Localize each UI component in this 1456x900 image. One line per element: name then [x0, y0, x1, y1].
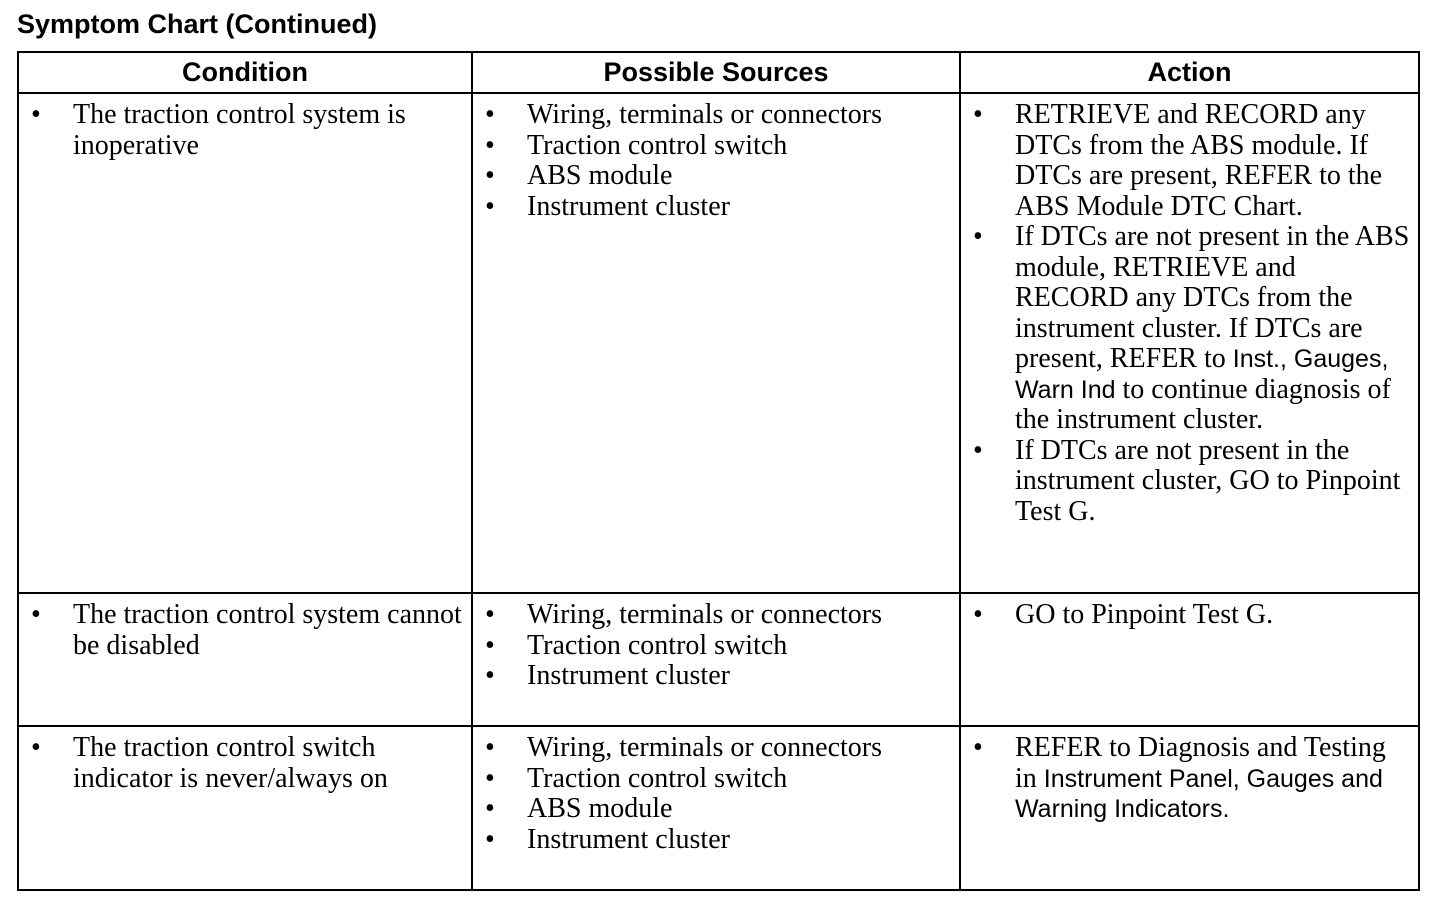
cross-reference-link[interactable]: Inst., Gauges, Warn Ind [1015, 345, 1389, 404]
action-text: REFER to Diagnosis and Testing in [1015, 732, 1386, 794]
list-item: Instrument cluster [473, 824, 953, 856]
list-item: If DTCs are not present in the ABS modul… [961, 221, 1412, 436]
list-item: Traction control switch [473, 763, 953, 795]
list-item: Traction control switch [473, 130, 953, 162]
header-row: Condition Possible Sources Action [17, 51, 1420, 94]
sources-cell: Wiring, terminals or connectors Traction… [471, 592, 961, 727]
sources-cell: Wiring, terminals or connectors Traction… [471, 725, 961, 891]
condition-cell: The traction control system is inoperati… [17, 92, 473, 594]
table-row: The traction control system is inoperati… [17, 92, 1420, 594]
symptom-chart-table: Condition Possible Sources Action The tr… [17, 51, 1420, 891]
list-item: ABS module [473, 160, 953, 192]
list-item: RETRIEVE and RECORD any DTCs from the AB… [961, 99, 1412, 222]
list-item: Instrument cluster [473, 660, 953, 692]
possible-sources-header: Possible Sources [471, 51, 961, 94]
list-item: Instrument cluster [473, 191, 953, 223]
action-cell: RETRIEVE and RECORD any DTCs from the AB… [959, 92, 1420, 594]
sources-cell: Wiring, terminals or connectors Traction… [471, 92, 961, 594]
table-row: The traction control switch indicator is… [17, 725, 1420, 891]
list-item: ABS module [473, 793, 953, 825]
list-item: GO to Pinpoint Test G. [961, 599, 1412, 631]
action-cell: GO to Pinpoint Test G. [959, 592, 1420, 727]
cross-reference-link[interactable]: Instrument Panel, Gauges and Warning Ind… [1015, 764, 1383, 824]
list-item: The traction control switch indicator is… [19, 732, 465, 794]
condition-header: Condition [17, 51, 473, 94]
list-item: Wiring, terminals or connectors [473, 732, 953, 764]
list-item: If DTCs are not present in the instrumen… [961, 435, 1412, 528]
condition-cell: The traction control system cannot be di… [17, 592, 473, 727]
list-item: Wiring, terminals or connectors [473, 599, 953, 631]
condition-cell: The traction control switch indicator is… [17, 725, 473, 891]
table-row: The traction control system cannot be di… [17, 592, 1420, 727]
action-text: If DTCs are not present in the ABS modul… [1015, 221, 1410, 374]
page-title: Symptom Chart (Continued) [17, 9, 377, 39]
list-item: The traction control system is inoperati… [19, 99, 465, 161]
action-text: to continue diagnosis of the instrument … [1015, 373, 1391, 435]
list-item: REFER to Diagnosis and Testing in Instru… [961, 732, 1412, 825]
list-item: Traction control switch [473, 630, 953, 662]
list-item: The traction control system cannot be di… [19, 599, 465, 661]
list-item: Wiring, terminals or connectors [473, 99, 953, 131]
action-header: Action [959, 51, 1420, 94]
action-cell: REFER to Diagnosis and Testing in Instru… [959, 725, 1420, 891]
